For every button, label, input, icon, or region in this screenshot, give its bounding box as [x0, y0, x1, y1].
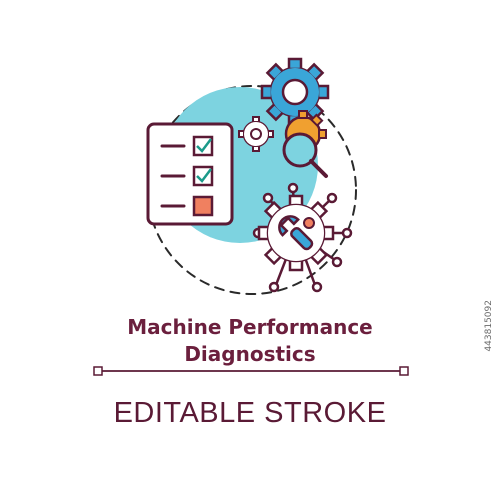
title-line-1: Machine Performance — [127, 315, 373, 339]
editable-stroke-label: EDITABLE STROKE — [113, 397, 387, 429]
editable-stroke-rule — [93, 366, 409, 376]
title-line-2: Diagnostics — [184, 342, 316, 366]
magnifier-icon — [282, 132, 328, 178]
stock-id: 443815092 — [484, 300, 494, 352]
gear-icon — [260, 57, 330, 127]
diagnostics-illustration — [146, 57, 357, 295]
checklist-icon — [146, 122, 234, 226]
wrench-gear-icon — [257, 194, 335, 272]
gear-icon — [238, 116, 274, 152]
